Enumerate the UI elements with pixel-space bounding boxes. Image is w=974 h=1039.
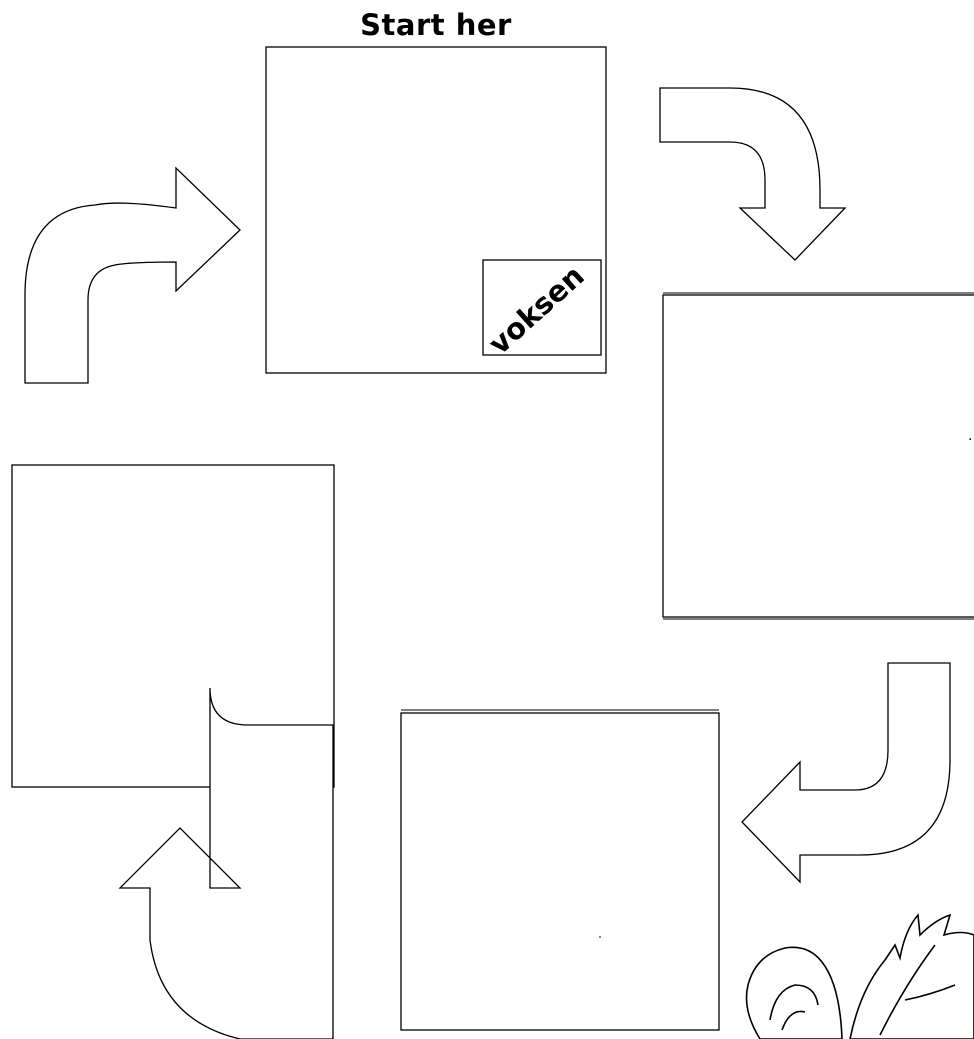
stage-box-right[interactable] <box>663 295 974 617</box>
stray-mark: . <box>968 428 972 444</box>
flower-leaf-illustration <box>747 915 974 1039</box>
cycle-arrow-to-top <box>25 168 240 383</box>
stray-dot <box>599 936 601 938</box>
cycle-arrow-to-bottom <box>742 663 950 882</box>
stage-box-bottom[interactable] <box>401 713 719 1030</box>
cycle-arrow-to-right <box>660 88 845 260</box>
